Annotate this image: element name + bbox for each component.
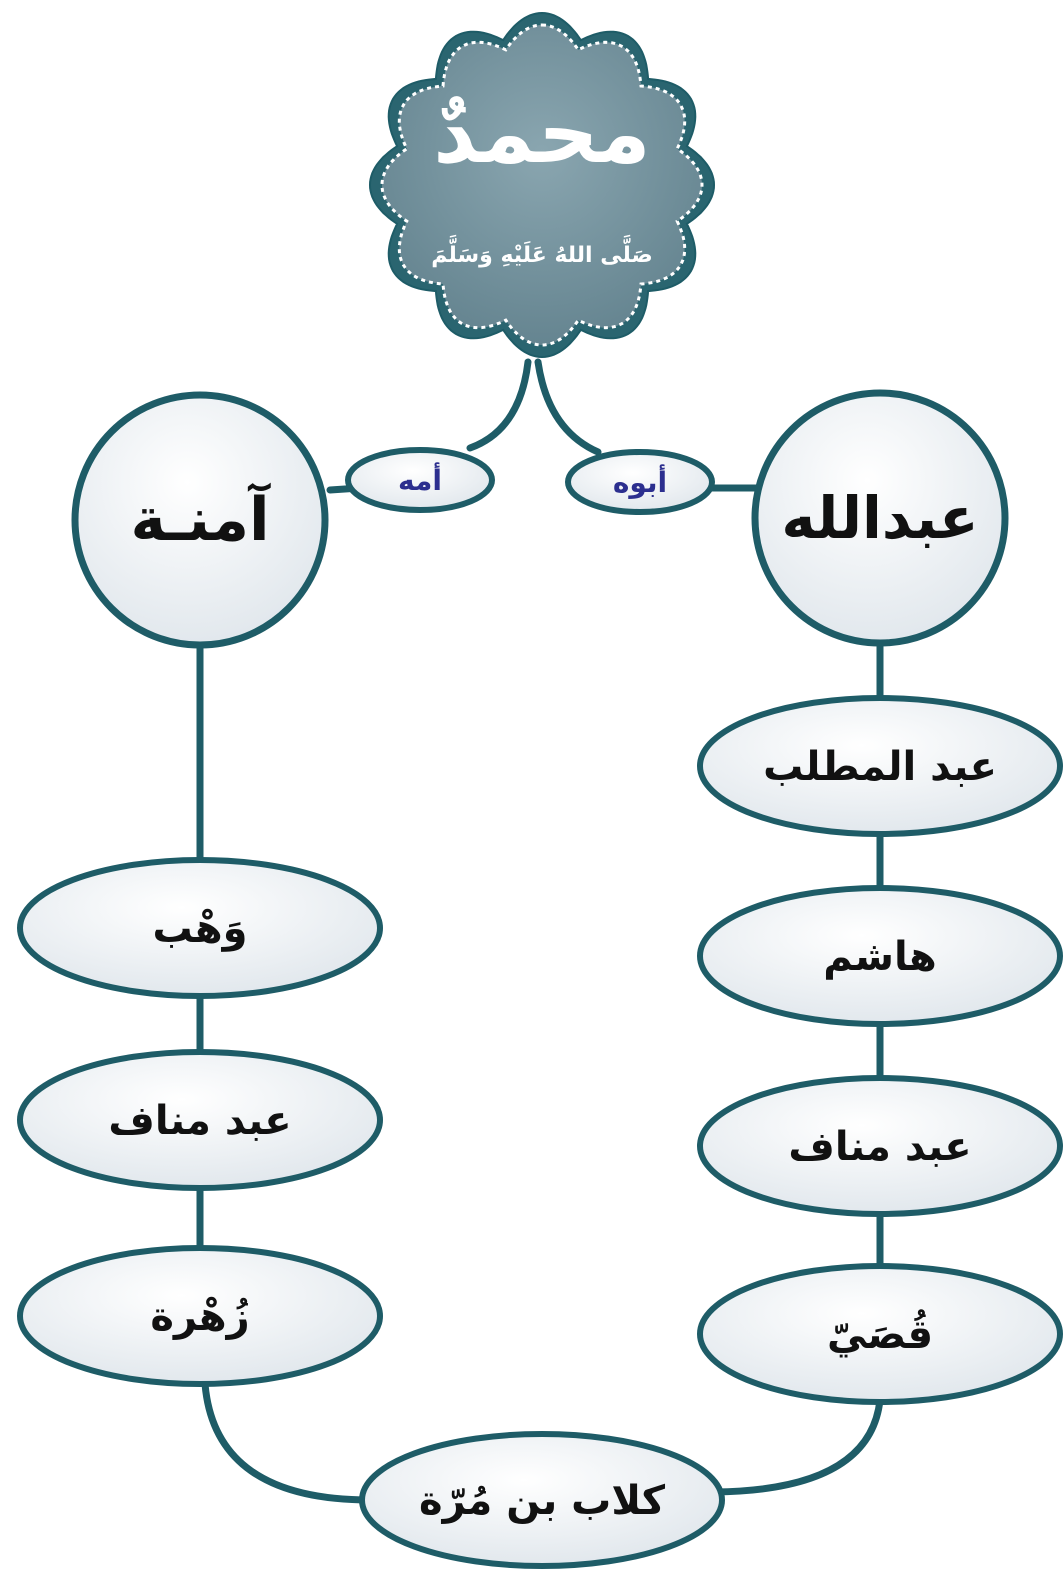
mother-relation-badge: أمه bbox=[345, 447, 495, 513]
mother-ancestor-label: زُهْرة bbox=[150, 1294, 249, 1340]
root-medallion: محمدٌ صَلَّى اللهُ عَلَيْهِ وَسَلَّمَ bbox=[368, 11, 716, 359]
common-ancestor-label: كلاب بن مُرّة bbox=[419, 1478, 666, 1524]
mother-relation-ellipse bbox=[345, 447, 495, 513]
mother-ancestor-2: عبد مناف bbox=[17, 1049, 383, 1191]
root-to-father-line bbox=[534, 358, 602, 456]
father-node: عبدالله bbox=[751, 389, 1009, 647]
mother-ancestor-ellipse bbox=[17, 1245, 383, 1387]
father-ancestor-ellipse bbox=[697, 885, 1063, 1027]
father-ancestor-label: عبد مناف bbox=[788, 1124, 971, 1170]
mother-node: آمنـة bbox=[71, 391, 329, 649]
father-ancestor-ellipse bbox=[697, 695, 1063, 837]
mother-ancestor-ellipse bbox=[17, 1049, 383, 1191]
mother-ancestor-1: وَهْب bbox=[17, 857, 383, 999]
mother-circle bbox=[71, 391, 329, 649]
father-ancestor-ellipse bbox=[697, 1263, 1063, 1405]
common-ancestor-ellipse bbox=[359, 1431, 725, 1569]
father-relation-badge: أبوه bbox=[565, 449, 715, 515]
father-relation-ellipse bbox=[565, 449, 715, 515]
father-ancestor-ellipse bbox=[697, 1075, 1063, 1217]
mother-ancestor-3: زُهْرة bbox=[17, 1245, 383, 1387]
root-to-mother-line bbox=[466, 358, 532, 452]
mother-to-common-line bbox=[201, 1380, 374, 1504]
mother-ancestor-label: وَهْب bbox=[153, 906, 248, 952]
father-to-common-line bbox=[711, 1396, 884, 1496]
father-relation-label: أبوه bbox=[613, 464, 667, 499]
medallion-face bbox=[380, 23, 704, 347]
father-ancestor-label: عبد المطلب bbox=[763, 744, 997, 790]
mother-relation-label: أمه bbox=[398, 462, 442, 497]
common-ancestor-node: كلاب بن مُرّة bbox=[359, 1431, 725, 1569]
father-ancestor-label: قُصَيّ bbox=[827, 1308, 933, 1358]
father-ancestor-label: هاشم bbox=[823, 934, 936, 980]
root-name: محمدٌ bbox=[433, 84, 650, 182]
mother-name: آمنـة bbox=[130, 482, 271, 555]
father-name: عبدالله bbox=[781, 484, 978, 552]
mother-ancestor-ellipse bbox=[17, 857, 383, 999]
father-ancestor-2: هاشم bbox=[697, 885, 1063, 1027]
mother-ancestor-label: عبد مناف bbox=[108, 1098, 291, 1144]
father-ancestor-1: عبد المطلب bbox=[697, 695, 1063, 837]
father-ancestor-4: قُصَيّ bbox=[697, 1263, 1063, 1405]
father-circle bbox=[751, 389, 1009, 647]
father-ancestor-3: عبد مناف bbox=[697, 1075, 1063, 1217]
